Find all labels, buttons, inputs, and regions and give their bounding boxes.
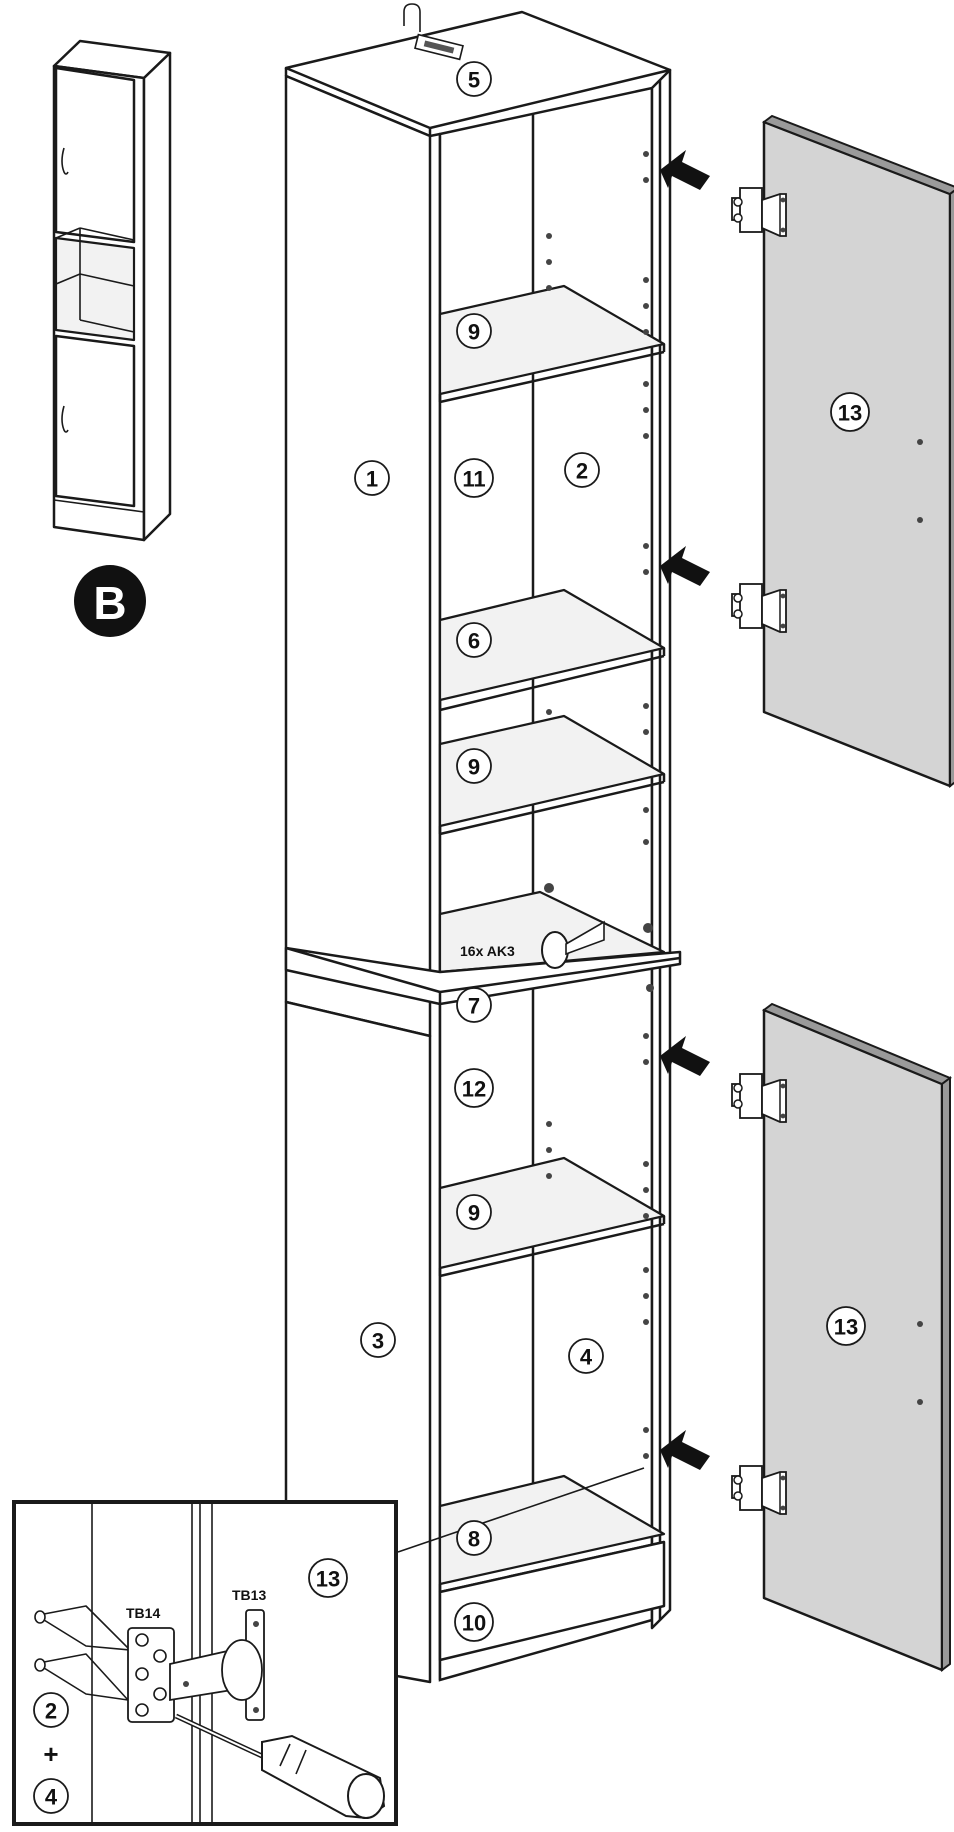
part-number: 9 — [468, 320, 480, 345]
part-number: 4 — [580, 1345, 593, 1370]
part-callout-back-lower: 4 — [568, 1338, 604, 1374]
part-number: 13 — [834, 1315, 858, 1340]
part-number: 13 — [838, 401, 862, 426]
tb13-label: TB13 — [232, 1587, 266, 1603]
part-callout-top: 5 — [456, 61, 492, 97]
part-number: 1 — [366, 467, 378, 492]
part-callout-side-lower-right: 12 — [454, 1068, 494, 1108]
part-callout-door-upper: 13 — [830, 392, 870, 432]
ak3-label: 16x AK3 — [460, 943, 515, 959]
part-number: 6 — [468, 629, 480, 654]
cabinet-preview — [52, 39, 172, 542]
inset-plus-sign: + — [43, 1739, 58, 1769]
part-number: 3 — [372, 1329, 384, 1354]
part-number: 9 — [468, 755, 480, 780]
part-callout-plinth: 10 — [454, 1602, 494, 1642]
part-number: 11 — [462, 467, 485, 492]
hinge-icon — [731, 1465, 787, 1515]
hinge-icon — [731, 187, 787, 237]
part-number: 8 — [468, 1527, 480, 1552]
part-callout-inset-part-4: 4 — [33, 1778, 69, 1814]
upper-left-side — [284, 74, 432, 1038]
part-number: 4 — [45, 1785, 58, 1810]
tb14-label: TB14 — [126, 1605, 160, 1621]
part-callout-back-upper: 2 — [564, 452, 600, 488]
part-callout-shelf-a: 9 — [456, 313, 492, 349]
part-callout-side-upper-right: 11 — [454, 458, 494, 498]
part-callout-door-lower: 13 — [826, 1306, 866, 1346]
part-callout-bottom-shelf: 8 — [456, 1520, 492, 1556]
part-number: 13 — [316, 1567, 340, 1592]
part-number: 10 — [462, 1611, 486, 1636]
part-number: 2 — [576, 459, 588, 484]
step-badge-label: B — [93, 577, 126, 629]
ak3-cam-fitting — [541, 920, 605, 969]
part-number: 7 — [468, 994, 480, 1019]
part-callout-shelf-c: 9 — [456, 1194, 492, 1230]
screwdriver-icon — [174, 1713, 386, 1820]
part-callout-side-upper-left: 1 — [354, 460, 390, 496]
upper-door — [761, 114, 954, 788]
hinge-detail-inset: TB14 TB13 + — [12, 1500, 398, 1826]
part-callout-inset-part-2: 2 — [33, 1692, 69, 1728]
part-callout-middle-shelf: 6 — [456, 622, 492, 658]
part-callout-shelf-b: 9 — [456, 748, 492, 784]
part-number: 12 — [462, 1077, 486, 1102]
part-number: 5 — [468, 68, 480, 93]
part-callout-side-lower-left: 3 — [360, 1322, 396, 1358]
step-badge: B — [74, 565, 146, 637]
part-number: 2 — [45, 1699, 57, 1724]
divider-panel — [284, 946, 682, 1006]
part-callout-divider: 7 — [456, 987, 492, 1023]
hinge-icon — [731, 1073, 787, 1123]
hinge-icon — [731, 583, 787, 633]
main-cabinet: 16x AK3 — [284, 3, 682, 1684]
part-number: 9 — [468, 1201, 480, 1226]
part-callout-inset-door: 13 — [308, 1558, 348, 1598]
